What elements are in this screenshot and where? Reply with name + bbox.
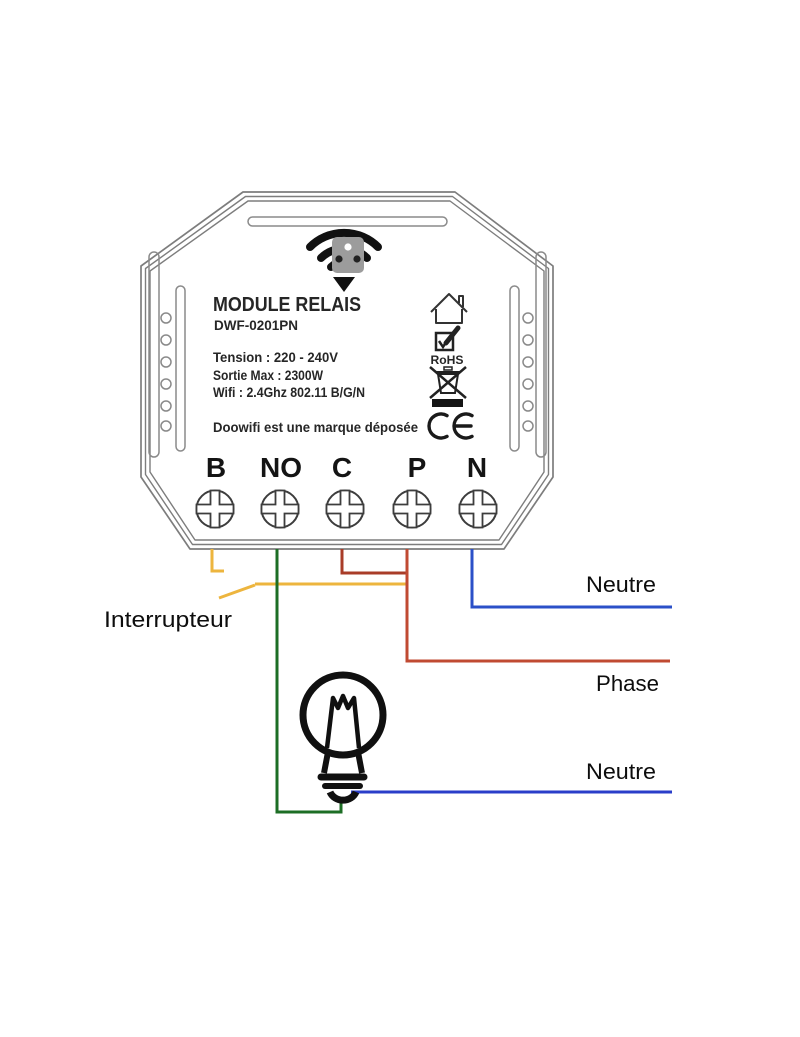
socket-earth-pin [344,243,352,251]
terminal-label-p: P [408,452,427,483]
wifi-dot [333,277,355,292]
indoor-use-icon [430,293,468,324]
terminal-label-n: N [467,452,487,483]
socket-hole-left [335,255,343,263]
right-slot-outer [535,251,547,458]
relay-module: MODULE RELAIS DWF-0201PN Tension : 220 -… [140,191,554,550]
wire-neutral-top [470,549,672,609]
spec-sortie: Sortie Max : 2300W [213,368,323,383]
right-vent-holes [522,312,534,432]
socket-hole-right [353,255,361,263]
wire-lamp-green [275,549,343,814]
right-slot-inner [509,285,520,452]
light-bulb-icon [299,671,387,804]
switch-lever-symbol [218,583,256,600]
module-outline-mid [144,195,550,546]
module-model: DWF-0201PN [214,317,298,333]
weee-bin-icon [429,366,467,407]
spec-wifi: Wifi : 2.4Ghz 802.11 B/G/N [213,385,365,400]
label-neutre-top: Neutre [586,572,656,597]
bulb-filament [324,693,362,749]
label-phase: Phase [596,671,659,696]
doowifi-logo-icon [306,228,382,292]
wire-phase [405,549,670,663]
terminal-label-c: C [332,452,352,483]
ce-mark-icon: CE [427,412,474,440]
terminal-label-b: B [206,452,226,483]
screw-terminal-no [260,489,300,529]
screw-terminal-p [392,489,432,529]
terminal-label-no: NO [260,452,302,483]
mounting-slots [148,216,547,458]
module-outline-inner [149,200,545,541]
rohs-label: RoHS [431,353,464,367]
socket-icon [332,237,364,273]
bulb-base-cap [326,790,360,804]
label-neutre-bottom: Neutre [586,759,656,784]
left-vent-holes [160,312,172,432]
wire-switch-from-b [210,549,224,573]
left-slot-inner [175,285,186,452]
spec-tension: Tension : 220 - 240V [213,350,338,365]
label-interrupteur: Interrupteur [104,607,232,632]
screw-terminals [195,489,498,529]
module-title: MODULE RELAIS [213,294,361,316]
rohs-icon [434,325,461,352]
wire-bridge-c-to-p [340,549,406,575]
left-slot-outer [148,251,160,458]
top-slot [247,216,448,227]
screw-terminal-c [325,489,365,529]
screw-terminal-n [458,489,498,529]
module-outline-outer [140,191,554,550]
trademark-note: Doowifi est une marque déposée [213,420,418,435]
screw-terminal-b [195,489,235,529]
wires [210,549,672,814]
terminal-labels: B NO C P N [206,452,487,483]
